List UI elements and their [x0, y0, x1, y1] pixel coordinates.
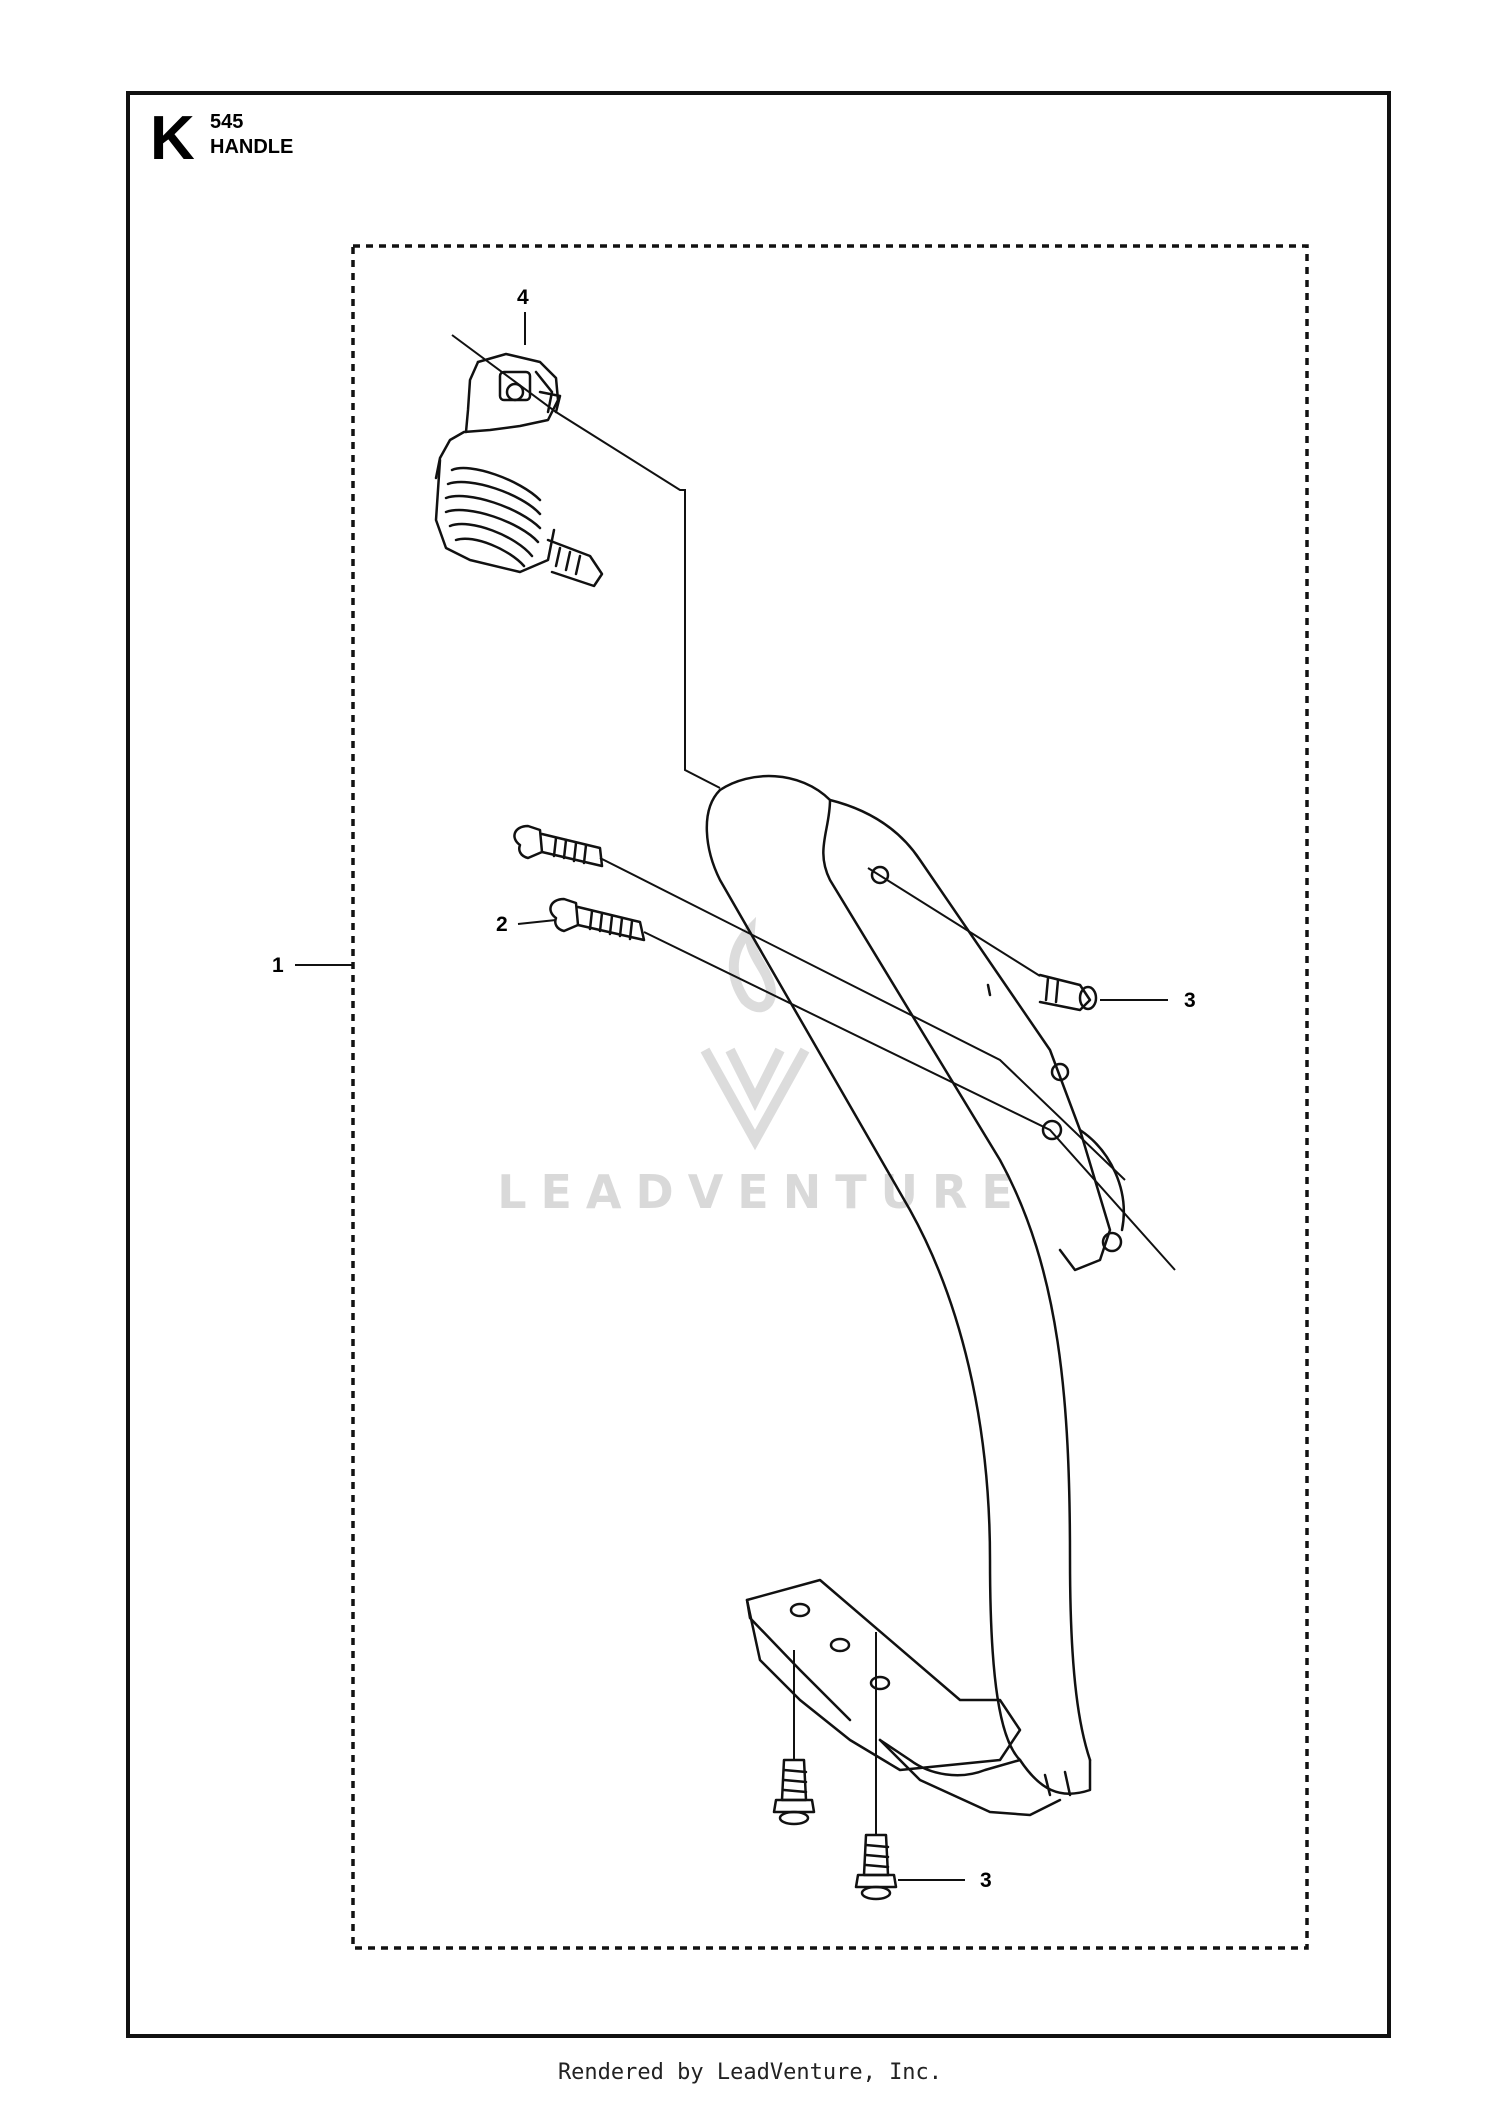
section-title: HANDLE [210, 136, 294, 158]
part-4-damper-bracket [434, 352, 604, 588]
leader-lines [295, 312, 1176, 1881]
callout-1: 1 [272, 954, 284, 977]
part-2-bolt-lower [549, 897, 646, 942]
watermark-logo-icon [700, 916, 810, 1151]
lower-bracket-plate [745, 1578, 1062, 1817]
leader-4-top [451, 334, 721, 789]
part-1-front-handle [705, 774, 1125, 1797]
callout-3-side: 3 [1184, 989, 1196, 1012]
leader-bolt-upper-axis [599, 857, 1126, 1181]
part-2-bolt-upper [513, 824, 604, 868]
footer-credit: Rendered by LeadVenture, Inc. [557, 2060, 943, 2085]
assembly-dashed-box [351, 244, 1309, 1950]
part-3-bolt-side [1038, 973, 1098, 1012]
callout-3-bottom: 3 [980, 1869, 992, 1892]
section-letter: K [150, 104, 195, 173]
watermark-text: LEADVENTURE [497, 1165, 1027, 1219]
leader-2 [517, 919, 557, 925]
diagram-frame [126, 91, 1391, 2038]
part-3-bolt-bottom-right [854, 1833, 898, 1901]
leader-side-bolt-axis [867, 867, 1041, 977]
part-3-bolt-bottom-left [772, 1758, 816, 1826]
model-number: 545 [210, 111, 244, 133]
leader-bolt-lower-axis [643, 931, 1176, 1271]
callout-2: 2 [496, 913, 508, 936]
callout-4: 4 [517, 286, 529, 309]
